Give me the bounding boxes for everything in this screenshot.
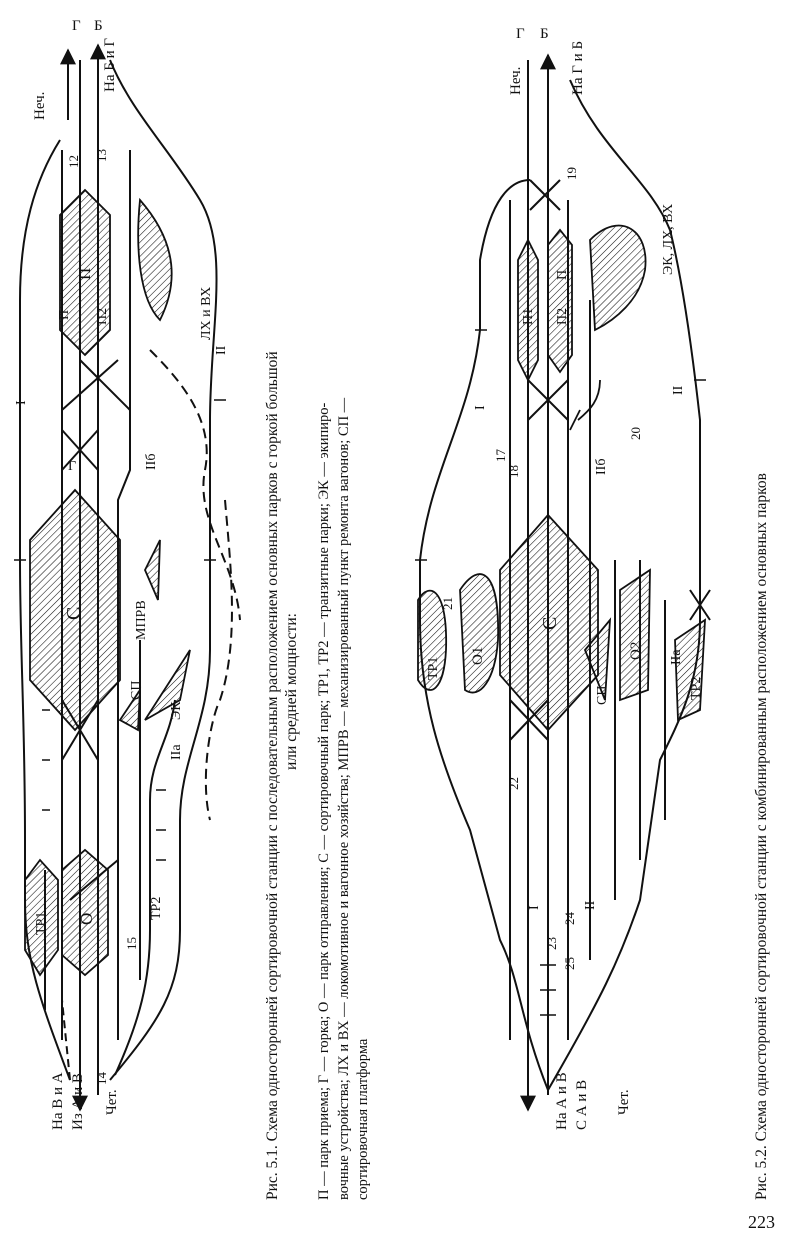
fig2-label: 23 [544,937,559,950]
fig2-label: П [555,270,570,280]
fig1-label: ЭК [169,701,184,720]
fig2-label: Неч. [508,67,524,95]
fig2-label: ЭК, ЛХ, ВХ [661,204,676,275]
park-departure-2 [619,568,651,702]
fig2-label: IIб [594,459,609,475]
figure1-caption: Рис. 5.1. Схема односторонней сортировоч… [263,10,301,1200]
fig1-label: 14 [94,1072,109,1086]
fig1-loop-left [19,139,71,1081]
fig1-label: МПРВ [134,600,149,640]
fig2-label: 25 [562,957,577,970]
park-receiving-2 [547,228,573,374]
sp-platform [118,686,142,732]
fig2-label: ТР2 [689,677,704,700]
park-departure [61,848,109,977]
fig2-label: Г [516,26,525,42]
fig2-label: О2 [628,642,644,660]
depot-ek [144,649,191,721]
figure1-caption-line1: Рис. 5.1. Схема односторонней сортировоч… [264,351,281,1200]
fig1-label: Из А и В [70,1073,86,1130]
fig2-label: СП [595,686,610,705]
fig2-label: 19 [564,167,579,180]
fig1-parks [24,188,191,977]
fig2-parks [417,224,706,732]
fig2-label: 22 [506,777,521,790]
park-transit-1b [417,589,447,691]
fig1-label: 15 [124,937,139,950]
park-receiving [59,188,111,357]
fig2-label: I [527,905,542,910]
fig1-label: II [214,345,229,355]
fig2-label: П2 [555,308,570,325]
park-receiving-1 [517,237,539,383]
fig1-label: IIб [144,454,159,470]
fig1-label: Г [68,459,76,474]
fig2-label: С [539,617,561,630]
fig2-labels: На А и В С А и В Чет. Г Б На Г и Б Неч. … [426,26,704,1130]
depot-lh-vh [137,197,173,322]
figure1-legend: П — парк приема; Г — горка; О — парк отп… [315,10,374,1200]
mprv-block [144,539,161,601]
fig1-label: Г [72,18,81,34]
fig1-label: 13 [94,149,109,162]
fig2-label: На Г и Б [570,41,586,95]
fig2-label: Б [540,26,549,42]
figure1-legend-line: вочные устройства; ЛХ и ВХ — локомотивно… [335,397,352,1200]
figure1-legend-line: сортировочная платформа [355,1038,371,1200]
fig1-label: ТР2 [149,897,164,920]
fig2-label: IIa [669,649,684,665]
fig2-label: С А и В [574,1080,590,1130]
fig1-label: Неч. [32,92,48,120]
fig2-label: II [583,900,598,910]
fig1-label: ТР1 [34,912,49,935]
park-transit-1 [24,858,59,977]
fig1-labels: На В и А Из А и В Чет. Г Б На Б и Г Неч.… [14,18,229,1130]
fig1-label: Б [94,18,103,34]
park-sorting [29,488,121,732]
fig1-label: СП [129,681,144,700]
fig1-label: 12 [66,155,81,168]
figure2-caption: Рис. 5.2. Схема односторонней сортировоч… [752,10,771,1200]
fig1-label: ЛХ и ВХ [199,287,214,340]
fig1-label: О [77,913,96,925]
park-departure-1 [459,573,499,694]
fig2-label: На А и В [554,1072,570,1130]
fig1-loop-right [109,59,218,1081]
fig2-label: 21 [440,597,455,610]
fig1-label: П2 [95,308,110,325]
figure1-legend-line: П — парк приема; Г — горка; О — парк отп… [316,402,332,1200]
depot-ek-lh-vh [589,224,647,332]
fig2-label: II [671,385,686,395]
fig1-label: П [75,268,94,280]
fig2-label: П1 [521,308,536,325]
fig1-label: С [63,607,85,620]
fig2-label: ТР1 [426,657,441,680]
fig2-label: О1 [470,647,486,665]
fig2-label: 17 [493,449,508,463]
fig2-label: 20 [628,427,643,440]
fig1-label: I [14,400,29,405]
fig2-label: Чет. [616,1089,632,1115]
fig2-label: 18 [506,465,521,478]
figure1-caption-line2: или средней мощности: [283,613,300,770]
fig1-label: На Б и Г [102,38,118,92]
park-transit-2 [674,618,706,722]
fig1-label: На В и А [50,1072,66,1130]
page-number: 223 [748,1212,775,1232]
fig2-loop-right [547,79,701,1091]
fig1-label: Чет. [104,1089,120,1115]
fig2-label: 24 [562,912,577,926]
fig1-label: П [57,310,72,320]
figure2-caption-line: Рис. 5.2. Схема односторонней сортировоч… [753,473,770,1200]
sp-platform-2 [583,617,612,701]
fig2-label: I [473,405,488,410]
fig1-label: IIa [169,744,184,760]
